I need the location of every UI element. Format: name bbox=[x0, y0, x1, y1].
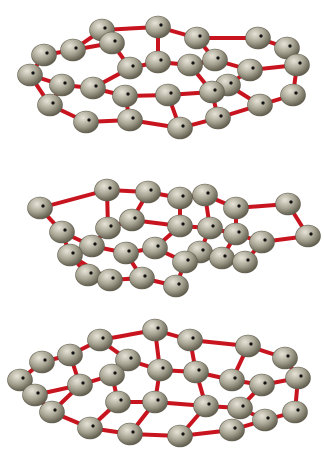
carbon-atom bbox=[27, 196, 53, 220]
carbon-atom bbox=[177, 328, 203, 352]
carbon-atom bbox=[155, 83, 181, 107]
carbon-atom bbox=[75, 263, 101, 287]
carbon-atom bbox=[17, 63, 43, 87]
carbon-atom bbox=[147, 358, 173, 382]
carbon-atom bbox=[97, 268, 123, 292]
carbon-atom bbox=[280, 83, 306, 107]
carbon-atom bbox=[237, 58, 263, 82]
carbon-atom bbox=[99, 363, 125, 387]
bottom-sheet bbox=[7, 318, 311, 448]
carbon-atom bbox=[29, 350, 55, 374]
carbon-atom bbox=[193, 394, 219, 418]
carbon-atom bbox=[235, 334, 261, 358]
carbon-atom bbox=[142, 236, 168, 260]
carbon-atom bbox=[167, 186, 193, 210]
carbon-atom bbox=[249, 373, 275, 397]
carbon-atom bbox=[177, 53, 203, 77]
carbon-atom bbox=[142, 390, 168, 414]
carbon-atom bbox=[172, 250, 198, 274]
carbon-atom bbox=[7, 368, 33, 392]
carbon-atom bbox=[73, 110, 99, 134]
carbon-atom bbox=[209, 246, 235, 270]
carbon-atom bbox=[167, 214, 193, 238]
carbon-atom bbox=[223, 196, 249, 220]
carbon-atom bbox=[112, 84, 138, 108]
carbon-atom bbox=[223, 222, 249, 246]
carbon-atom bbox=[31, 43, 57, 67]
carbon-atom bbox=[135, 180, 161, 204]
carbon-atom bbox=[163, 274, 189, 298]
carbon-atom bbox=[49, 220, 75, 244]
carbon-atom bbox=[67, 373, 93, 397]
carbon-atom bbox=[129, 266, 155, 290]
carbon-atom bbox=[249, 230, 275, 254]
carbon-atom bbox=[119, 208, 145, 232]
carbon-atom bbox=[167, 424, 193, 448]
carbon-atom bbox=[197, 216, 223, 240]
carbon-atom bbox=[142, 318, 168, 342]
carbon-atom bbox=[167, 116, 193, 140]
carbon-atom bbox=[184, 26, 210, 50]
carbon-atom bbox=[22, 383, 48, 407]
carbon-atom bbox=[79, 234, 105, 258]
middle-sheet bbox=[27, 178, 321, 298]
carbon-atom bbox=[285, 366, 311, 390]
top-sheet bbox=[17, 15, 310, 140]
carbon-atom bbox=[49, 73, 75, 97]
carbon-atom bbox=[232, 250, 258, 274]
carbon-atom bbox=[39, 400, 65, 424]
carbon-atom bbox=[199, 80, 225, 104]
carbon-atom bbox=[219, 418, 245, 442]
carbon-atom bbox=[247, 93, 273, 117]
carbon-atom bbox=[95, 216, 121, 240]
carbon-atom bbox=[87, 328, 113, 352]
carbon-atom bbox=[115, 348, 141, 372]
carbon-atom bbox=[284, 53, 310, 77]
carbon-atom bbox=[117, 422, 143, 446]
carbon-atom bbox=[145, 15, 171, 39]
carbon-atom bbox=[252, 408, 278, 432]
carbon-atom bbox=[145, 50, 171, 74]
carbon-atom bbox=[219, 368, 245, 392]
carbon-atom bbox=[272, 346, 298, 370]
carbon-atom bbox=[295, 224, 321, 248]
carbon-atom bbox=[183, 360, 209, 384]
carbon-atom bbox=[227, 396, 253, 420]
carbon-atom bbox=[282, 400, 308, 424]
carbon-atom bbox=[60, 38, 86, 62]
carbon-atom bbox=[57, 343, 83, 367]
carbon-atom bbox=[205, 106, 231, 130]
carbon-atom bbox=[117, 56, 143, 80]
carbon-atom bbox=[37, 93, 63, 117]
carbon-atom bbox=[77, 416, 103, 440]
carbon-atom bbox=[117, 108, 143, 132]
carbon-atom bbox=[105, 390, 131, 414]
carbon-atom bbox=[202, 48, 228, 72]
carbon-atom bbox=[113, 241, 139, 265]
carbon-atom bbox=[80, 76, 106, 100]
carbon-atom bbox=[275, 192, 301, 216]
carbon-atom bbox=[99, 31, 125, 55]
carbon-atom bbox=[245, 26, 271, 50]
carbon-atom bbox=[94, 178, 120, 202]
carbon-atom bbox=[192, 183, 218, 207]
carbon-atom bbox=[57, 243, 83, 267]
